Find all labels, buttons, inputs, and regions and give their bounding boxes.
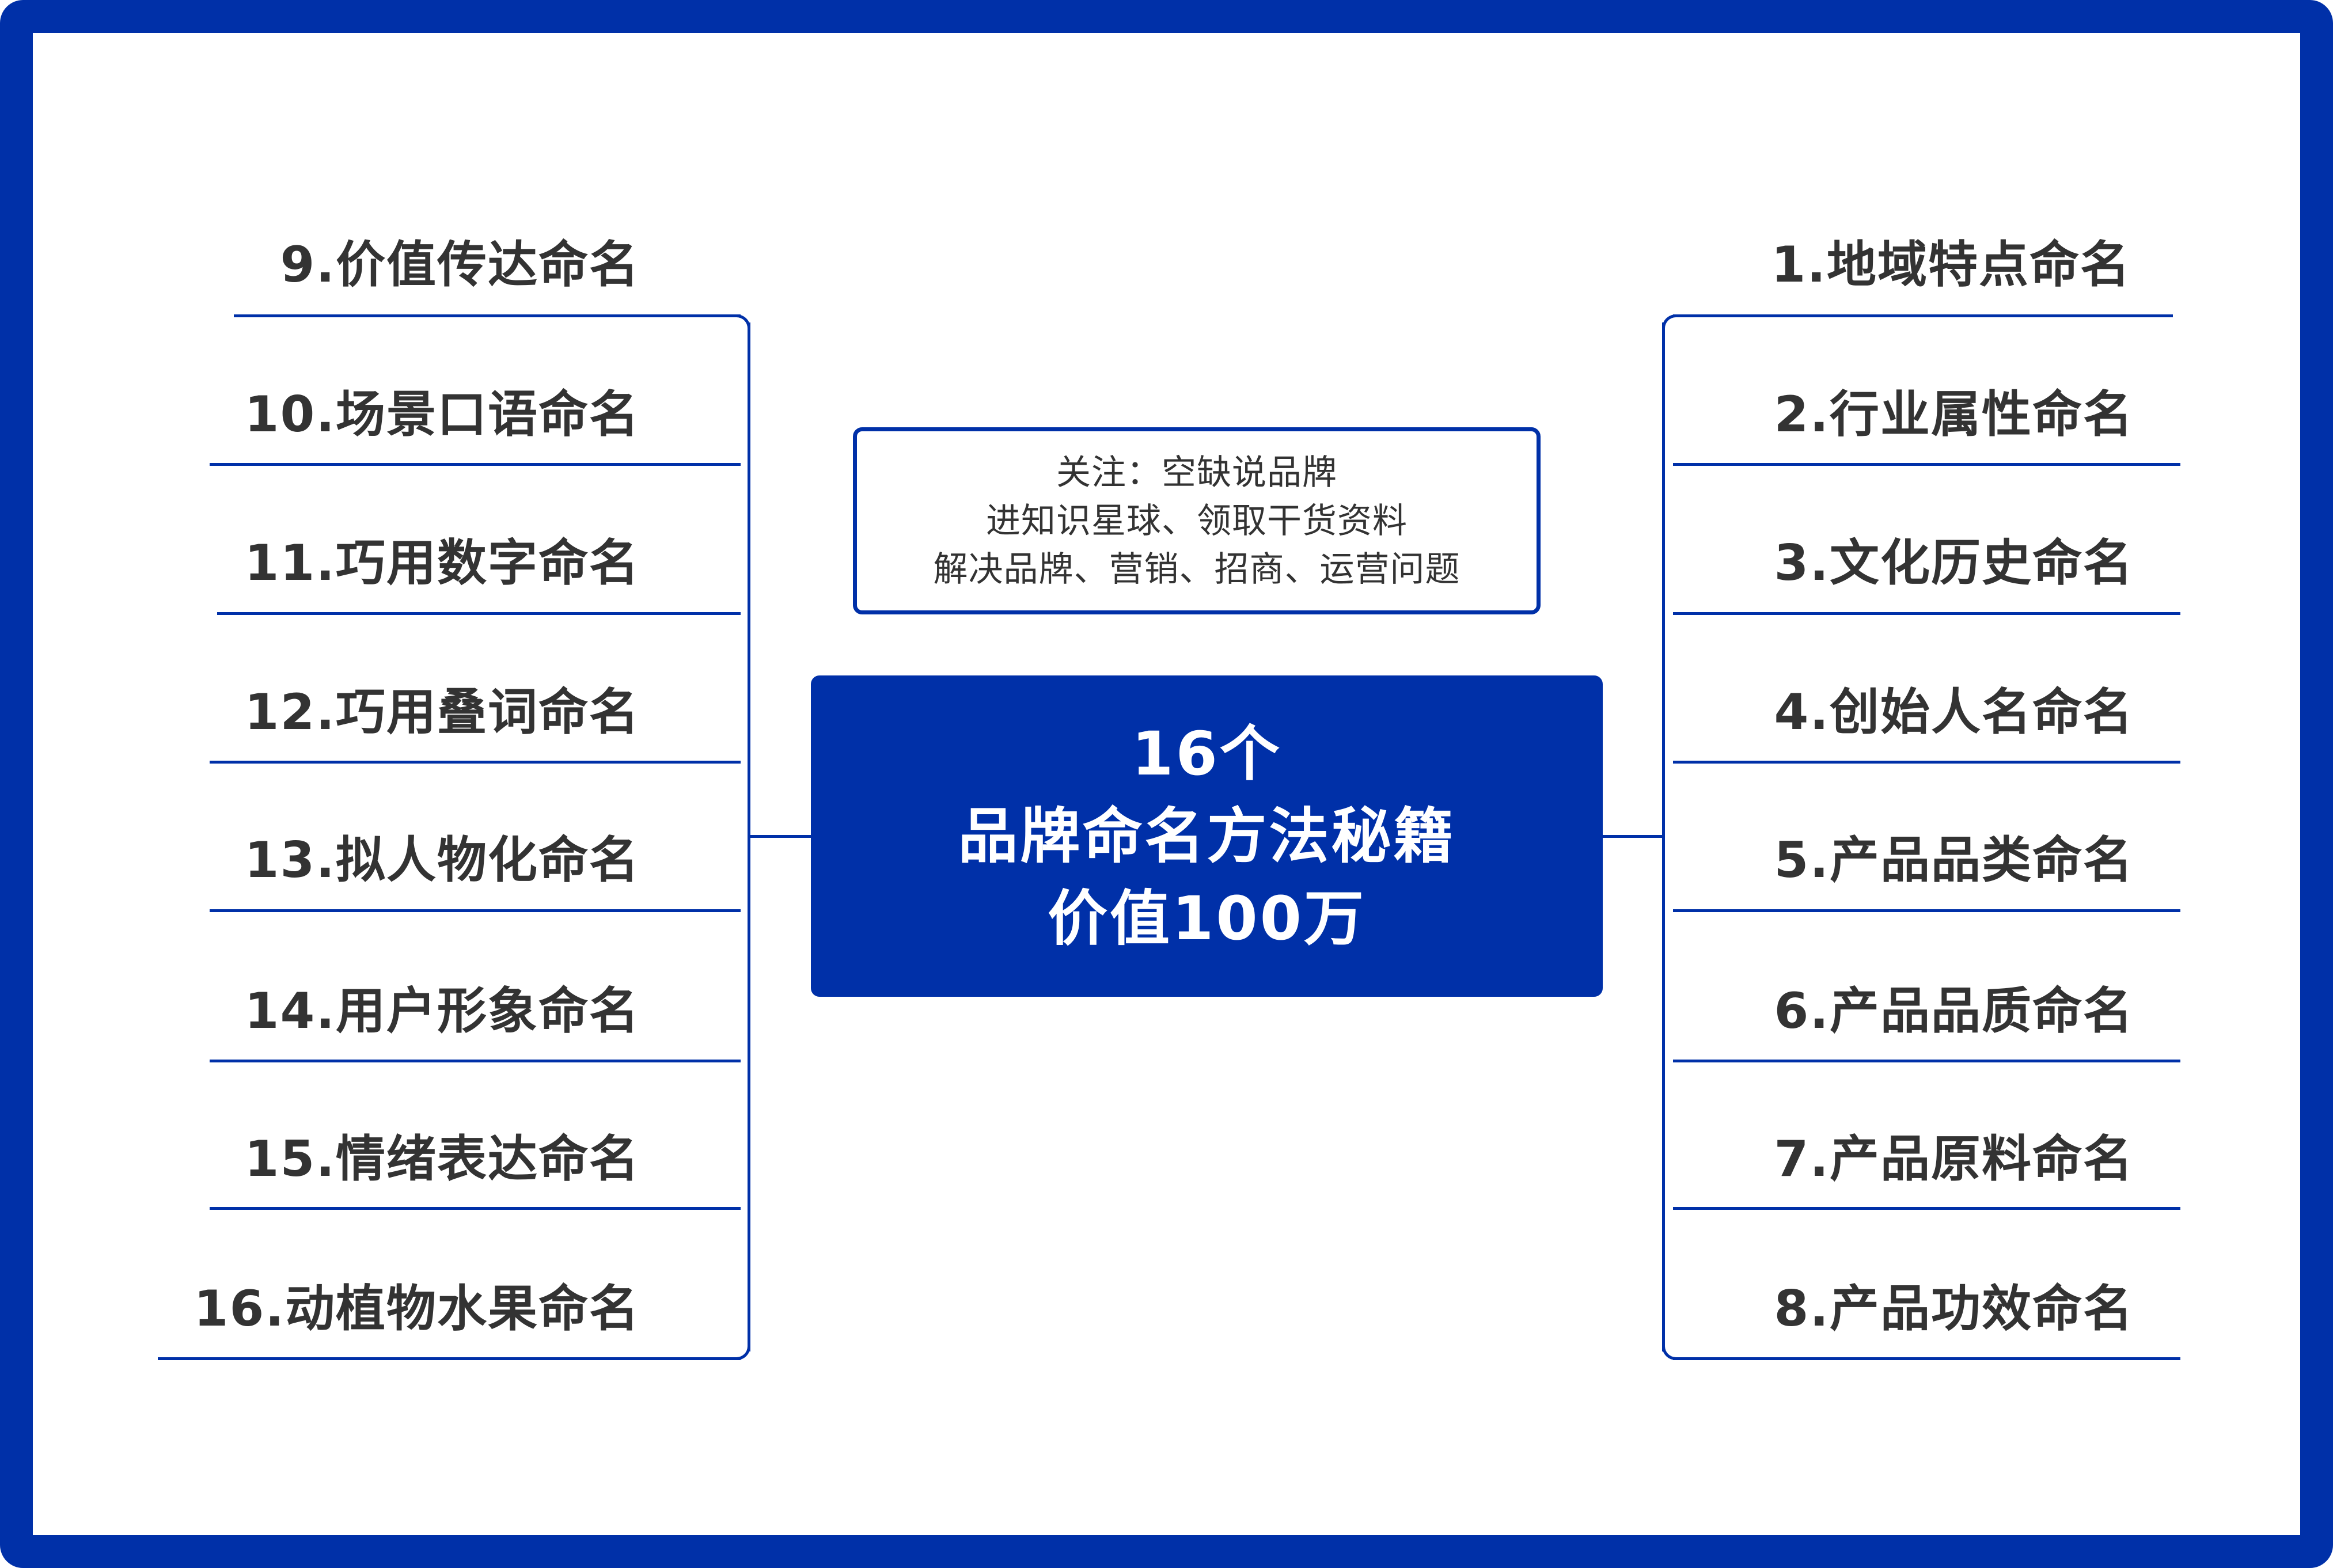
branch-underline: [1673, 463, 2180, 466]
central-topic-line-3: 价值100万: [1047, 883, 1367, 954]
central-topic-line-1: 16个: [1132, 718, 1282, 789]
branch-underline: [1673, 612, 2180, 615]
branch-topic-8[interactable]: 8.产品功效命名: [1774, 1280, 2134, 1338]
branch-underline: [1673, 1060, 2180, 1062]
branch-underline: [210, 1207, 741, 1210]
branch-underline: [1673, 761, 2180, 764]
right-trunk-line: [1662, 322, 1665, 1351]
central-topic-line-2: 品牌命名方法秘籍: [958, 800, 1456, 871]
note-line-solve: 解决品牌、营销、招商、运营问题: [933, 549, 1461, 590]
right-center-connector: [1603, 835, 1665, 838]
left-trunk-line: [748, 322, 750, 1351]
branch-underline: [1673, 314, 2173, 317]
branch-topic-16[interactable]: 16.动植物水果命名: [194, 1280, 640, 1338]
branch-topic-11[interactable]: 11.巧用数字命名: [244, 534, 640, 592]
note-line-follow: 关注：空缺说品牌: [1056, 452, 1337, 493]
branch-topic-15[interactable]: 15.情绪表达命名: [244, 1130, 640, 1188]
left-center-connector: [749, 835, 811, 838]
branch-underline: [210, 909, 741, 912]
note-line-community: 进知识星球、领取干货资料: [986, 500, 1408, 541]
note-box: 关注：空缺说品牌 进知识星球、领取干货资料 解决品牌、营销、招商、运营问题: [853, 427, 1541, 614]
branch-topic-3[interactable]: 3.文化历史命名: [1774, 534, 2134, 592]
branch-topic-2[interactable]: 2.行业属性命名: [1774, 386, 2134, 443]
branch-topic-10[interactable]: 10.场景口语命名: [244, 386, 640, 443]
branch-underline: [217, 612, 741, 615]
branch-underline: [234, 314, 741, 317]
branch-topic-13[interactable]: 13.拟人物化命名: [244, 832, 640, 889]
branch-underline: [158, 1357, 741, 1360]
central-topic[interactable]: 16个 品牌命名方法秘籍 价值100万: [811, 675, 1603, 997]
branch-underline: [210, 1060, 741, 1062]
branch-topic-7[interactable]: 7.产品原料命名: [1774, 1130, 2134, 1188]
branch-underline: [1673, 909, 2180, 912]
branch-topic-5[interactable]: 5.产品品类命名: [1774, 832, 2134, 889]
branch-topic-9[interactable]: 9.价值传达命名: [280, 236, 640, 294]
branch-underline: [1673, 1207, 2180, 1210]
branch-underline: [210, 761, 741, 764]
branch-corner: [1662, 314, 1676, 328]
branch-topic-12[interactable]: 12.巧用叠词命名: [244, 684, 640, 741]
branch-topic-1[interactable]: 1.地域特点命名: [1771, 236, 2131, 294]
branch-topic-14[interactable]: 14.用户形象命名: [244, 982, 640, 1040]
branch-underline: [1673, 1357, 2180, 1360]
branch-topic-6[interactable]: 6.产品品质命名: [1774, 982, 2134, 1040]
branch-topic-4[interactable]: 4.创始人名命名: [1774, 684, 2134, 741]
branch-underline: [210, 463, 741, 466]
